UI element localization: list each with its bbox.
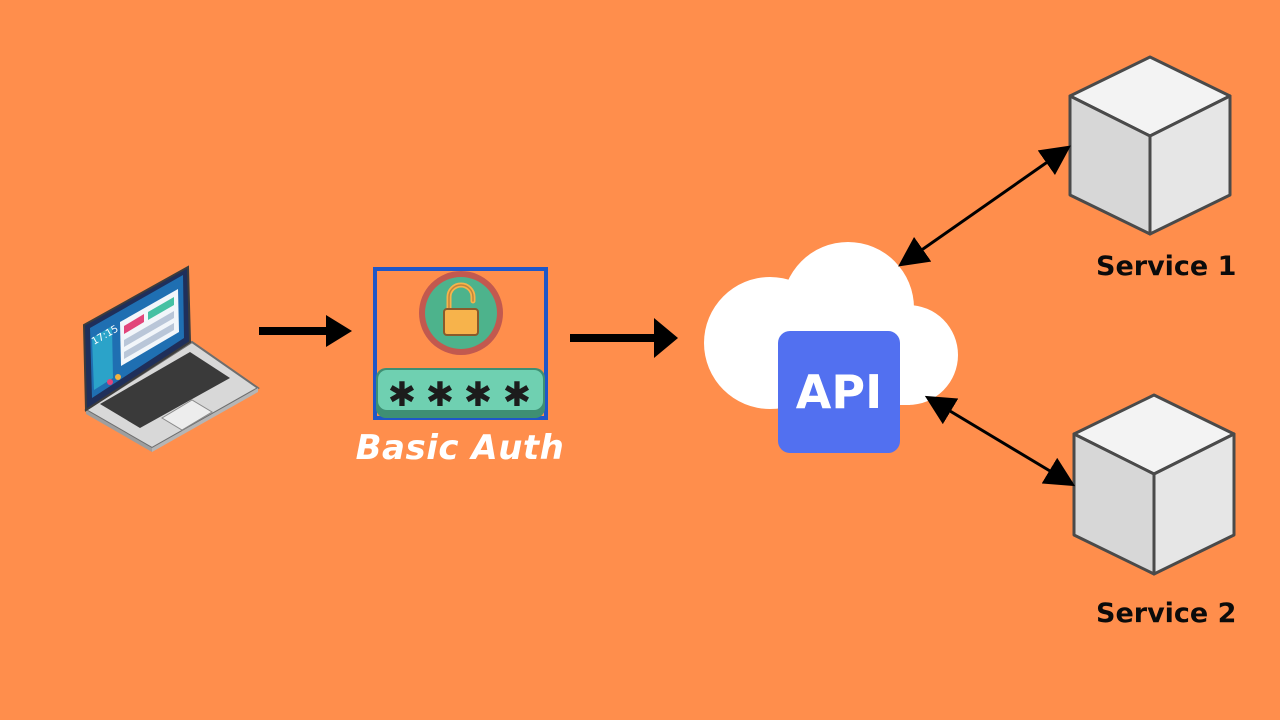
laptop-icon xyxy=(82,265,260,452)
lock-icon xyxy=(419,271,503,355)
password-char-1: ✱ xyxy=(388,375,417,415)
service-1-label: Service 1 xyxy=(1096,251,1237,282)
password-char-4: ✱ xyxy=(503,375,532,415)
password-char-3: ✱ xyxy=(464,375,493,415)
arrow-api-service-1 xyxy=(898,145,1071,267)
service-2-cube-icon xyxy=(1072,393,1236,576)
password-char-2: ✱ xyxy=(426,375,455,415)
arrow-laptop-to-auth xyxy=(259,315,352,347)
api-label: API xyxy=(795,365,883,419)
arrow-auth-to-api xyxy=(570,318,678,358)
password-field-icon xyxy=(376,368,545,418)
api-box: API xyxy=(778,331,900,453)
auth-label: Basic Auth xyxy=(355,428,565,468)
service-2-label: Service 2 xyxy=(1096,598,1237,629)
service-1-cube-icon xyxy=(1068,55,1232,236)
arrow-api-service-2 xyxy=(924,395,1076,487)
